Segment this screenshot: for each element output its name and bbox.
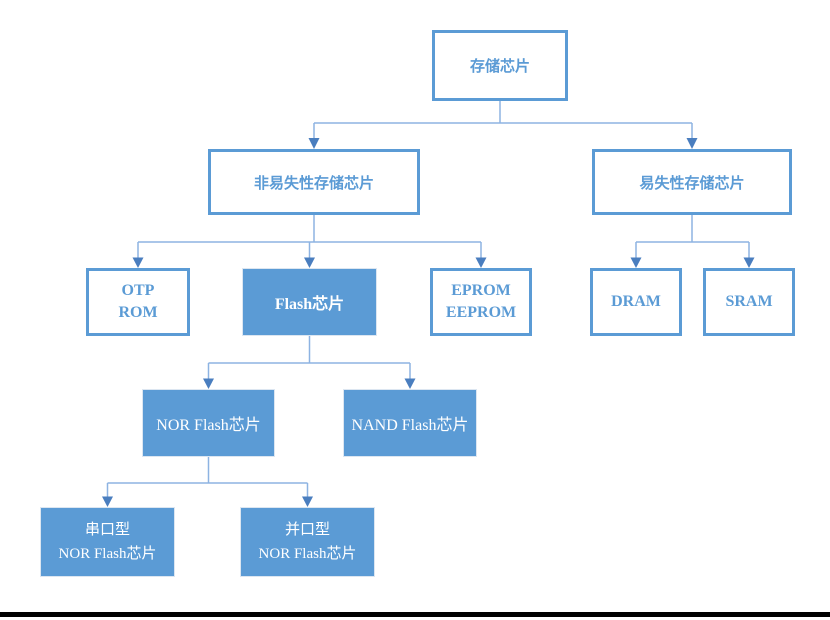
node-flash-chip: Flash芯片 [242,268,377,336]
arrowhead [102,496,113,507]
node-label: DRAM [611,293,661,310]
node-sram: SRAM [703,268,795,336]
node-label: SRAM [725,293,773,310]
node-nonvolatile-memory: 非易失性存储芯片 [208,149,420,215]
arrowhead [203,378,214,389]
node-eprom-eeprom: EPROM EEPROM [430,268,532,336]
node-label-line2: ROM [118,304,158,321]
node-label: 非易失性存储芯片 [253,175,374,192]
arrowhead [302,496,313,507]
connector-root-to-level2 [313,101,693,140]
arrowhead [308,138,320,149]
connector-nonvolatile-to-children [137,215,482,260]
node-label: 易失性存储芯片 [639,175,745,192]
node-label: 存储芯片 [469,59,530,75]
arrowhead [132,257,144,268]
node-label-line1: 并口型 [284,522,330,538]
node-nor-flash-chip: NOR Flash芯片 [142,389,275,457]
arrowhead [630,257,642,268]
node-label: NOR Flash芯片 [156,417,261,434]
arrowhead [743,257,755,268]
node-nand-flash-chip: NAND Flash芯片 [343,389,477,457]
page-bottom-rule [0,612,830,617]
node-label-line2: NOR Flash芯片 [58,546,157,562]
connector-flash-to-children [207,336,411,381]
node-parallel-nor-flash-chip: 并口型 NOR Flash芯片 [240,507,375,577]
arrowhead [304,257,315,268]
node-dram: DRAM [590,268,682,336]
node-volatile-memory: 易失性存储芯片 [592,149,792,215]
connector-nor-to-children [106,457,309,499]
node-otp-rom: OTP ROM [86,268,190,336]
node-label-line1: 串口型 [84,522,130,538]
arrowhead [686,138,698,149]
node-label: Flash芯片 [274,296,345,313]
node-label-line1: EPROM [451,282,511,300]
arrowhead [475,257,487,268]
node-serial-nor-flash-chip: 串口型 NOR Flash芯片 [40,507,175,577]
node-label: NAND Flash芯片 [351,417,469,434]
node-memory-chip: 存储芯片 [432,30,568,101]
arrowhead [404,378,416,389]
connector-volatile-to-children [635,215,750,260]
node-label-line1: OTP [121,282,155,300]
node-label-line2: EEPROM [445,304,517,321]
node-label-line2: NOR Flash芯片 [258,546,357,562]
